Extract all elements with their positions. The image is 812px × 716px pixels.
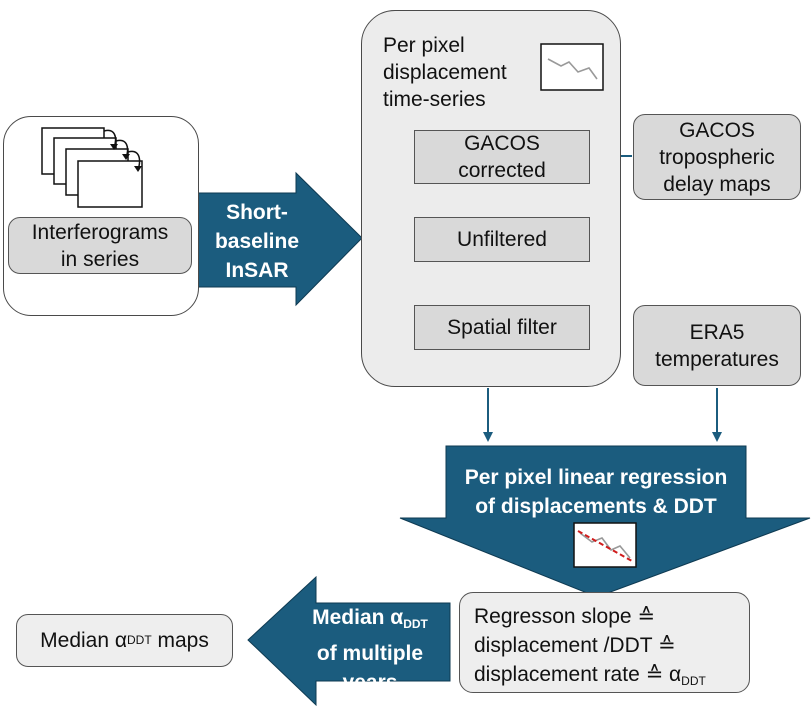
result-line2: displacement /DDT ≙ (474, 634, 676, 657)
result-sub: DDT (681, 674, 706, 688)
median-arrow-line2: of multiple (316, 642, 424, 665)
median-arrow-sub: DDT (403, 617, 428, 631)
spatial-filter-box: Spatial filter (414, 305, 590, 350)
regression-arrow-shape (399, 445, 811, 598)
median-arrow-line1: Median α (312, 606, 404, 629)
median-maps-suffix: maps (151, 629, 209, 652)
median-maps-prefix: Median α (40, 629, 127, 652)
interferograms-label: Interferograms in series (8, 217, 192, 274)
unfiltered-box: Unfiltered (414, 217, 590, 262)
median-arrow-line3: years (342, 671, 398, 694)
median-arrow-shape (247, 575, 451, 707)
regression-arrow-label: Per pixel linear regression of displacem… (464, 466, 728, 518)
interferogram-panel (3, 116, 199, 316)
insar-arrow-shape (197, 171, 363, 307)
median-arrow-label: Median αDDT of multiple years (300, 603, 440, 697)
era5-temperatures-box: ERA5 temperatures (633, 305, 801, 386)
insar-arrow-label: Short- baseline InSAR (214, 201, 300, 282)
result-line1: Regresson slope ≙ (474, 605, 656, 628)
time-series-title: Per pixel displacement time-series (383, 34, 507, 111)
gacos-corrected-box: GACOS corrected (414, 130, 590, 184)
regression-slope-box: Regresson slope ≙ displacement /DDT ≙ di… (459, 592, 750, 693)
median-maps-sub: DDT (127, 633, 152, 647)
result-line3: displacement rate ≙ α (474, 663, 682, 686)
gacos-delay-maps-box: GACOS tropospheric delay maps (633, 114, 801, 200)
